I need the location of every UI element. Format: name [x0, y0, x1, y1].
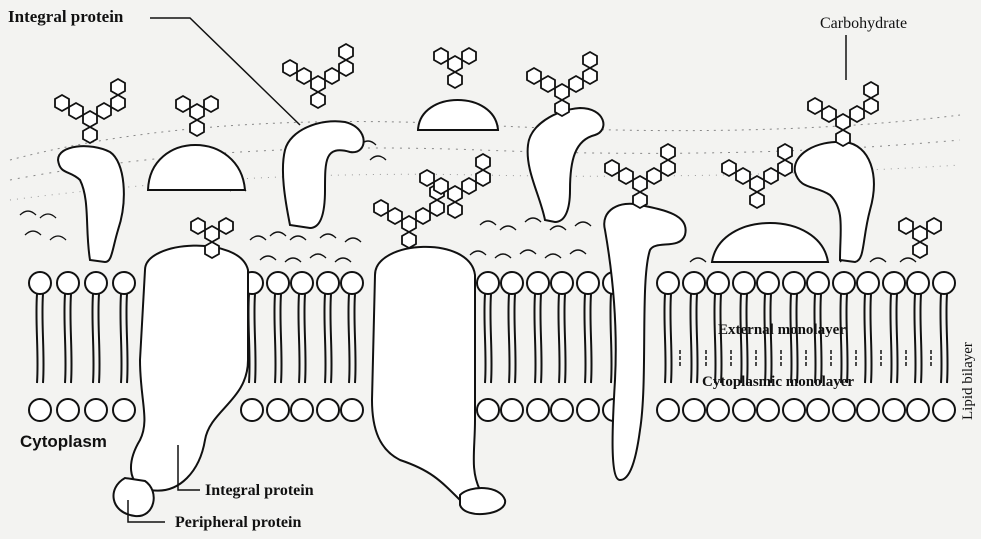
phospholipid [113, 272, 135, 383]
phospholipid [933, 272, 955, 383]
phospholipid-head-inner [577, 399, 599, 421]
label-external-monolayer: External monolayer [718, 322, 846, 338]
phospholipid [29, 272, 51, 383]
phospholipid [85, 272, 107, 383]
phospholipid-head-inner [527, 399, 549, 421]
phospholipid [291, 272, 313, 383]
label-cytoplasm: Cytoplasm [20, 432, 107, 451]
phospholipid [857, 272, 879, 383]
phospholipid-head-inner [933, 399, 955, 421]
phospholipid-head-inner [707, 399, 729, 421]
phospholipid [683, 272, 705, 383]
phospholipid [577, 272, 599, 383]
phospholipid-head-inner [757, 399, 779, 421]
phospholipid [477, 272, 499, 383]
label-integral-protein-bottom: Integral protein [205, 482, 314, 499]
phospholipid [883, 272, 905, 383]
phospholipid [657, 272, 679, 383]
phospholipid-head-inner [657, 399, 679, 421]
phospholipid-head-inner [833, 399, 855, 421]
phospholipid-head-inner [683, 399, 705, 421]
phospholipid-head-inner [241, 399, 263, 421]
phospholipid-head-inner [501, 399, 523, 421]
phospholipid-head-inner [857, 399, 879, 421]
phospholipid [57, 272, 79, 383]
phospholipid [501, 272, 523, 383]
phospholipid-head-inner [733, 399, 755, 421]
phospholipid-head-inner [113, 399, 135, 421]
phospholipid-head-inner [267, 399, 289, 421]
phospholipid-head-inner [291, 399, 313, 421]
label-carbohydrate: Carbohydrate [820, 15, 907, 32]
phospholipid [317, 272, 339, 383]
label-integral-protein-top: Integral protein [8, 7, 124, 26]
phospholipid-head-inner [85, 399, 107, 421]
phospholipid-head-inner [57, 399, 79, 421]
phospholipid [341, 272, 363, 383]
phospholipid-head-inner [317, 399, 339, 421]
phospholipid-head-inner [29, 399, 51, 421]
tail-gap-marks [680, 350, 931, 366]
phospholipid-head-inner [907, 399, 929, 421]
phospholipid-head-inner [341, 399, 363, 421]
label-cytoplasmic-monolayer: Cytoplasmic monolayer [702, 374, 854, 390]
label-lipid-bilayer: Lipid bilayer [960, 342, 976, 420]
phospholipid-head-inner [551, 399, 573, 421]
phospholipid [527, 272, 549, 383]
phospholipid [907, 272, 929, 383]
phospholipid-head-inner [783, 399, 805, 421]
phospholipid-head-inner [807, 399, 829, 421]
phospholipid-head-inner [883, 399, 905, 421]
label-peripheral-protein: Peripheral protein [175, 514, 301, 531]
phospholipid-head-inner [477, 399, 499, 421]
integral-protein-right [604, 204, 685, 480]
phospholipid [267, 272, 289, 383]
phospholipid [551, 272, 573, 383]
